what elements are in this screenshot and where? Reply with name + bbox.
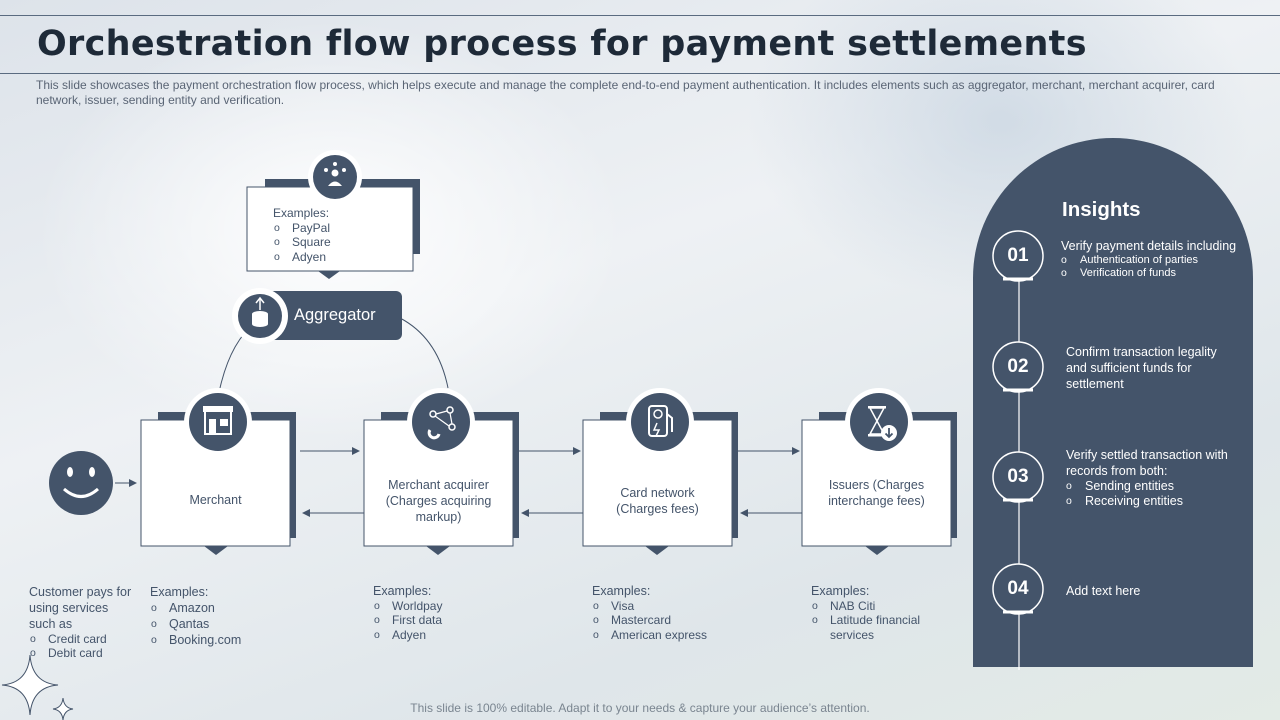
page-title: Orchestration flow process for payment s… bbox=[37, 24, 1087, 64]
insight-number: 03 bbox=[1007, 466, 1029, 487]
fuel-pump-icon bbox=[626, 388, 694, 456]
hourglass-download-icon bbox=[845, 388, 913, 456]
insight-text: Verify payment details including bbox=[1061, 239, 1237, 253]
smiley-face-icon bbox=[49, 451, 113, 515]
examples-heading: Examples: bbox=[592, 584, 651, 598]
insight-item: Verify payment details including Authent… bbox=[1061, 238, 1241, 280]
insight-item: Confirm transaction legality and suffici… bbox=[1066, 344, 1238, 392]
network-people-icon bbox=[308, 150, 362, 204]
insight-text: Add text here bbox=[1066, 584, 1141, 598]
list-item: Authentication of parties bbox=[1061, 254, 1241, 267]
list-item: Adyen bbox=[273, 250, 331, 265]
list-item: Sending entities bbox=[1066, 479, 1246, 494]
list-item: PayPal bbox=[273, 221, 331, 236]
node-label-merchant: Merchant bbox=[189, 493, 242, 507]
list-item: Credit card bbox=[29, 632, 133, 646]
insight-item: Add text here bbox=[1066, 583, 1238, 599]
customer-text: Customer pays for using services such as bbox=[29, 585, 132, 631]
list-item: Booking.com bbox=[150, 632, 241, 648]
customer-note: Customer pays for using services such as… bbox=[29, 584, 133, 660]
aggregator-examples-heading: Examples: bbox=[273, 206, 330, 220]
insight-text: Verify settled transaction with records … bbox=[1066, 448, 1228, 478]
top-rule bbox=[0, 15, 1280, 16]
footer-note: This slide is 100% editable. Adapt it to… bbox=[410, 701, 870, 715]
node-label-merchant-acquirer: Merchant acquirer (Charges acquiring mar… bbox=[385, 478, 492, 524]
node-label-card-network: Card network (Charges fees) bbox=[616, 486, 699, 516]
list-item: Qantas bbox=[150, 616, 241, 632]
list-item: Amazon bbox=[150, 600, 241, 616]
examples-heading: Examples: bbox=[811, 584, 870, 598]
list-item: Latitude financial services bbox=[811, 613, 941, 642]
storefront-icon bbox=[184, 388, 252, 456]
page-subtitle: This slide showcases the payment orchest… bbox=[36, 78, 1215, 107]
list-item: Debit card bbox=[29, 646, 133, 660]
list-item: First data bbox=[373, 613, 442, 628]
aggregator-pill bbox=[262, 291, 402, 340]
card-network-box bbox=[582, 412, 738, 555]
aggregator-label: Aggregator bbox=[294, 306, 376, 324]
merchant-acquirer-examples: Examples: Worldpay First data Adyen bbox=[373, 584, 442, 642]
examples-heading: Examples: bbox=[150, 585, 209, 599]
insight-number: 02 bbox=[1007, 356, 1029, 377]
molecule-magnet-icon bbox=[407, 388, 475, 456]
aggregator-acquirer-curve bbox=[399, 317, 449, 389]
list-item: Visa bbox=[592, 599, 707, 614]
aggregator-examples: Examples: PayPal Square Adyen bbox=[273, 206, 331, 264]
card-network-examples: Examples: Visa Mastercard American expre… bbox=[592, 584, 707, 642]
issuers-examples: Examples: NAB Citi Latitude financial se… bbox=[811, 584, 941, 642]
insights-title: Insights bbox=[1062, 198, 1141, 221]
list-item: Verification of funds bbox=[1061, 267, 1241, 280]
list-item: NAB Citi bbox=[811, 599, 941, 614]
sparkle-icon bbox=[1, 654, 74, 720]
database-upload-icon bbox=[232, 288, 288, 344]
node-label-issuers: Issuers (Charges interchange fees) bbox=[828, 478, 925, 508]
insight-item: Verify settled transaction with records … bbox=[1066, 447, 1246, 508]
insight-number: 01 bbox=[1007, 245, 1029, 266]
insight-text: Confirm transaction legality and suffici… bbox=[1066, 345, 1217, 391]
list-item: Adyen bbox=[373, 628, 442, 643]
list-item: Receiving entities bbox=[1066, 494, 1246, 509]
list-item: American express bbox=[592, 628, 707, 643]
merchant-examples: Examples: Amazon Qantas Booking.com bbox=[150, 584, 241, 648]
list-item: Worldpay bbox=[373, 599, 442, 614]
list-item: Mastercard bbox=[592, 613, 707, 628]
insight-number: 04 bbox=[1007, 578, 1029, 599]
list-item: Square bbox=[273, 235, 331, 250]
title-rule bbox=[0, 73, 1280, 74]
examples-heading: Examples: bbox=[373, 584, 432, 598]
